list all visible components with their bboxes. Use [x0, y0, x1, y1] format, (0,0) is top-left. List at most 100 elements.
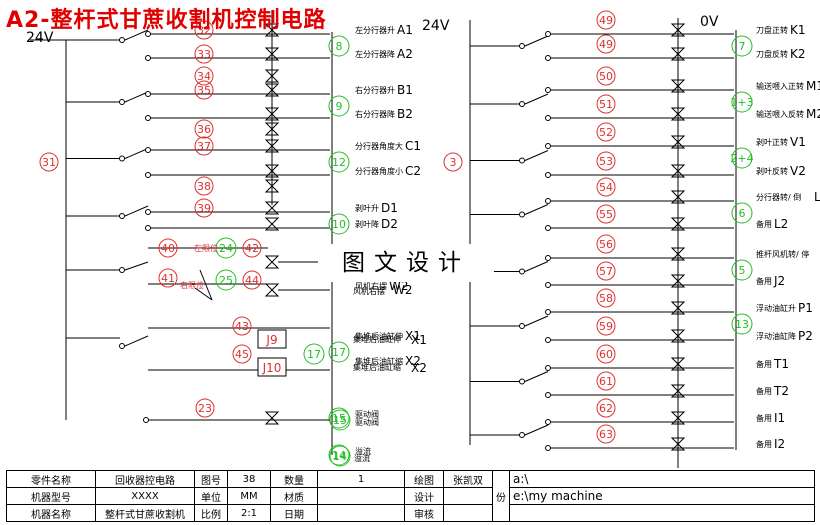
fan-node-42-label: 42 [245, 242, 259, 255]
right-row-node-0-label: 49 [599, 14, 613, 27]
right-row-code-3: M2 [806, 107, 820, 121]
right-row-node-15-label: 63 [599, 428, 613, 441]
tb-model-label: 机器型号 [6, 487, 96, 505]
relay-node-45-label: 45 [235, 348, 249, 361]
left-row-code-7: C2 [405, 164, 421, 178]
tb-path-e: e:\my machine [509, 487, 815, 505]
relay-label-x1: 集堆后油缸伸 [353, 334, 401, 344]
right-row-label-14: 备用 [756, 413, 772, 423]
right-row-node-11-label: 59 [599, 320, 613, 333]
left-row-node-1-label: 33 [197, 48, 211, 61]
left-row-node-3 [194, 80, 214, 100]
right-group-10 [731, 313, 753, 335]
right-row-label-12: 备用 [756, 359, 772, 369]
right-switch-arm [524, 371, 549, 382]
switch-terminal [119, 99, 125, 105]
left-group-16-label: 14 [332, 449, 346, 462]
right-valve-8 [670, 247, 686, 261]
relay-group-17 [303, 343, 325, 365]
left-row-label-4: 右分行器降 [355, 109, 395, 119]
fan-node-40 [158, 238, 178, 258]
right-row-label-1: 刀盘反转 [756, 49, 788, 59]
overflow-group-14 [329, 445, 351, 467]
tb-model: XXXX [95, 487, 195, 505]
relay-box-j9 [257, 329, 287, 349]
title-block-row-2: 机器型号 XXXX 单位 MM 材质 设计 e:\my machine [6, 487, 815, 505]
right-row-code-15: I2 [774, 437, 785, 451]
left-group-3-label: 9 [336, 100, 343, 113]
left-main-node-label: 31 [42, 156, 56, 169]
right-valve-3 [670, 107, 686, 121]
relay-node-43 [232, 316, 252, 336]
left-row-label-1: 左分行器降 [355, 49, 395, 59]
right-row-node-0 [596, 10, 616, 30]
fan-label-w2: 风机右摆 [353, 286, 385, 296]
tb-scale-label: 比例 [194, 504, 228, 522]
terminal-a [145, 31, 151, 37]
tb-empty [509, 504, 815, 522]
right-row-code-4: V1 [790, 135, 806, 149]
right-switch-arm [524, 315, 549, 327]
left-valve-5 [264, 122, 280, 136]
title-block: 零件名称 回收器控电路 图号 38 数量 1 绘图 张凯双 份 a:\ 机器型号… [6, 470, 815, 522]
right-row-code-2: M1 [806, 79, 820, 93]
tb-material-label: 材质 [270, 487, 318, 505]
right-row-label-7: 备用 [756, 219, 772, 229]
fan-left-limit: 左限位 [194, 243, 218, 253]
left-row-code-3: B1 [397, 83, 413, 97]
left-valve-1 [264, 47, 280, 61]
right-switch-arm [524, 150, 549, 161]
fan-valve-a [264, 255, 280, 269]
right-row-node-5 [596, 151, 616, 171]
right-row-node-8-label: 56 [599, 238, 613, 251]
fan-code-w2: W2 [393, 283, 413, 297]
left-group-15 [328, 407, 350, 429]
right-valve-14 [670, 411, 686, 425]
right-row-node-14 [596, 398, 616, 418]
right-terminal-b [545, 55, 551, 61]
right-valve-15 [670, 437, 686, 451]
diagram-title: A2-整杆式甘蔗收割机控制电路 [6, 8, 327, 33]
relay-group-17-label: 17 [307, 348, 321, 361]
right-row-label-4: 剥叶正转 [756, 137, 788, 147]
left-valve-8 [264, 179, 280, 193]
left-row-code-6: C1 [405, 139, 421, 153]
right-row-node-4 [596, 122, 616, 142]
right-terminal-a [545, 255, 551, 261]
right-group-8 [731, 259, 753, 281]
switch-terminal [119, 213, 125, 219]
tb-machine-label: 机器名称 [6, 504, 96, 522]
right-row-label-5: 剥叶反转 [756, 166, 788, 176]
left-row-code-4: B2 [397, 107, 413, 121]
switch-terminal [119, 155, 125, 162]
left-row-node-8 [194, 176, 214, 196]
left-row-node-1 [194, 44, 214, 64]
right-row-node-7 [596, 204, 616, 224]
left-row-node-9-label: 39 [197, 202, 211, 215]
left-row-label-7: 分行器角度小 [355, 166, 403, 176]
left-row-code-1: A2 [397, 47, 413, 61]
right-row-label-6: 分行器转/ 倒 [756, 192, 801, 202]
right-row-label-9: 备用 [756, 276, 772, 286]
right-row-node-10-label: 58 [599, 292, 613, 305]
right-main-node [443, 152, 463, 172]
left-valve-3 [264, 83, 280, 97]
terminal-a [145, 147, 151, 153]
drive-label: 驱动阀 [355, 417, 379, 427]
tb-qty: 1 [317, 470, 405, 488]
left-row-code-9: D1 [381, 201, 398, 215]
watermark: 图文设计 [318, 244, 494, 282]
left-group-16 [328, 444, 350, 466]
left-row-node-0-label: 32 [197, 24, 211, 37]
switch-arm [124, 29, 149, 41]
right-row-code-13: T2 [773, 384, 789, 398]
right-row-code-11: P2 [798, 329, 813, 343]
right-group-0-label: 7 [739, 40, 746, 53]
right-row-node-1 [596, 34, 616, 54]
right-row-node-3-label: 51 [599, 98, 613, 111]
right-row-code-1: K2 [790, 47, 806, 61]
fan-switch [124, 261, 149, 271]
relay-j10-label: J10 [262, 361, 282, 375]
relay-label-x2: 集堆后油缸缩 [353, 362, 401, 372]
tb-drawn-label: 绘图 [404, 470, 444, 488]
